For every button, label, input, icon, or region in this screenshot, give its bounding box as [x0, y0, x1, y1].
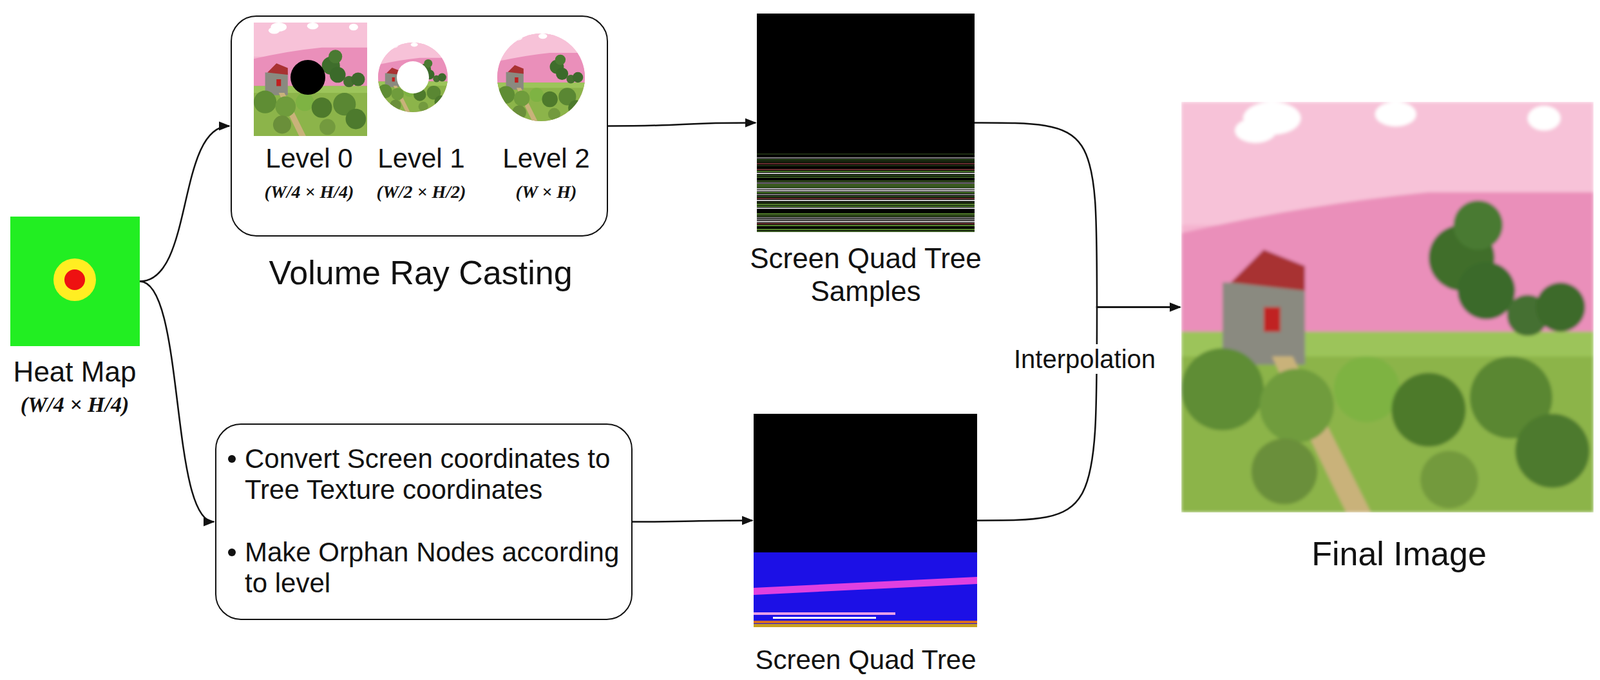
- bullet: [228, 548, 236, 556]
- level-image: Level 1(W/2 × H/2): [379, 43, 449, 114]
- flow-arrow: [139, 281, 214, 522]
- node-label: Level 2: [491, 142, 601, 174]
- quadtree-band: [753, 576, 978, 595]
- node-sublabel: Make Orphan Nodes according to level: [244, 536, 625, 600]
- node-label: Level 1: [366, 142, 477, 174]
- node-sublabel: (W/4 × H/4): [254, 181, 364, 203]
- node-label: Screen Quad Tree Samples: [723, 242, 1008, 308]
- node-label: Final Image: [1238, 534, 1561, 574]
- node-sublabel: (W × H): [491, 181, 601, 203]
- process-box: Convert Screen coordinates to Tree Textu…: [215, 423, 633, 620]
- final-image: [1181, 101, 1594, 513]
- quadtree-band: [772, 616, 877, 619]
- node-sublabel: (W/2 × H/2): [366, 181, 477, 203]
- node-label: Screen Quad Tree: [723, 644, 1008, 676]
- node-label: Heat Map: [3, 355, 146, 389]
- final-image: Final Image: [1181, 101, 1594, 513]
- quadtree-band: [753, 620, 978, 623]
- level-image: Level 0(W/4 × H/4): [255, 23, 369, 138]
- process-group: Volume Ray CastingLevel 0(W/4 × H/4)Leve…: [230, 15, 609, 237]
- quadtree-image: Screen Quad Tree: [753, 413, 978, 627]
- heat-core: [64, 269, 86, 290]
- samples-image: [756, 13, 975, 232]
- quadtree-band: [753, 623, 978, 627]
- level-image: [253, 22, 368, 136]
- node-sublabel: (W/4 × H/4): [3, 391, 146, 417]
- sample-stripes: [756, 153, 975, 232]
- level-image: Level 2(W × H): [498, 34, 587, 123]
- level-hole: [290, 59, 326, 95]
- level-image: [378, 42, 448, 113]
- flow-arrow: [632, 520, 753, 522]
- flow-arrow: [974, 123, 1181, 308]
- quadtree-band: [753, 611, 896, 615]
- heat-ring: [53, 258, 96, 301]
- quadtree-level: [753, 552, 978, 627]
- flow-arrow: [977, 307, 1181, 521]
- node-label: Convert Screen coordinates to Tree Textu…: [244, 443, 625, 506]
- node-label: Volume Ray Casting: [240, 253, 601, 293]
- flow-arrow: [608, 123, 756, 127]
- heat-map: [10, 216, 140, 346]
- heat-map-node: Heat Map(W/4 × H/4): [10, 216, 140, 346]
- node-label: Level 0: [254, 142, 364, 174]
- flow-arrow: [139, 126, 230, 282]
- samples-image: Screen Quad Tree Samples: [756, 13, 975, 232]
- edge-note: Interpolation: [1009, 343, 1160, 374]
- quadtree-image: [753, 413, 978, 627]
- bullet: [228, 454, 236, 463]
- level-image: [497, 33, 585, 122]
- level-hole: [396, 61, 429, 94]
